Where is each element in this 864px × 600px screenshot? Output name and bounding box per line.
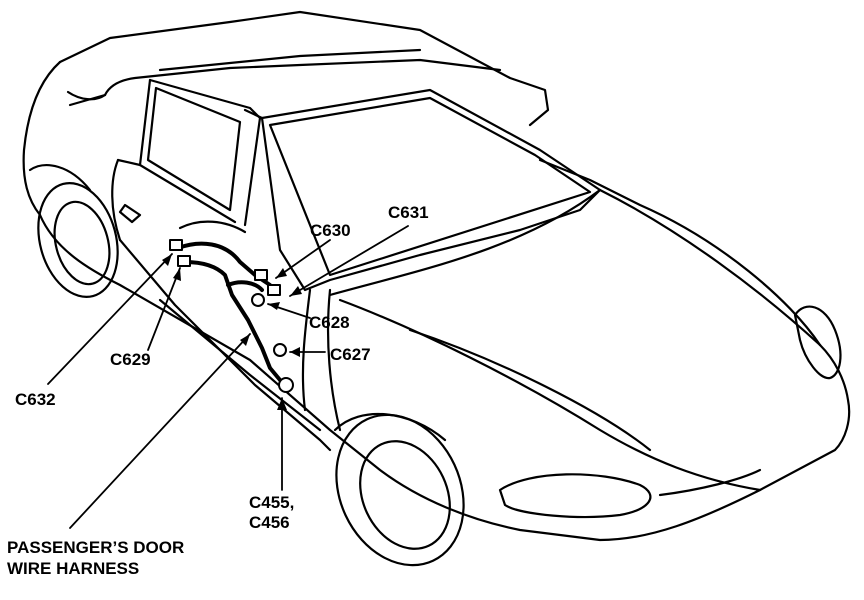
car-hood [328, 188, 842, 519]
connector-clips [169, 239, 294, 393]
label-c630: C630 [310, 221, 351, 240]
rear-wheel [28, 164, 119, 298]
wire-harness [176, 241, 282, 382]
label-harness-line1: PASSENGER’S DOOR [7, 538, 185, 557]
label-c632: C632 [15, 390, 56, 409]
car-door [111, 158, 342, 452]
label-c628: C628 [309, 313, 350, 332]
car-body [22, 10, 851, 542]
label-c629: C629 [110, 350, 151, 369]
label-c456: C456 [249, 513, 290, 532]
front-wheel [333, 412, 465, 567]
label-harness-line2: WIRE HARNESS [7, 559, 140, 578]
leader-lines [47, 225, 409, 529]
car-windows [138, 78, 602, 292]
label-c455: C455, [249, 493, 295, 512]
label-c627: C627 [330, 345, 371, 364]
label-c631: C631 [388, 203, 429, 222]
